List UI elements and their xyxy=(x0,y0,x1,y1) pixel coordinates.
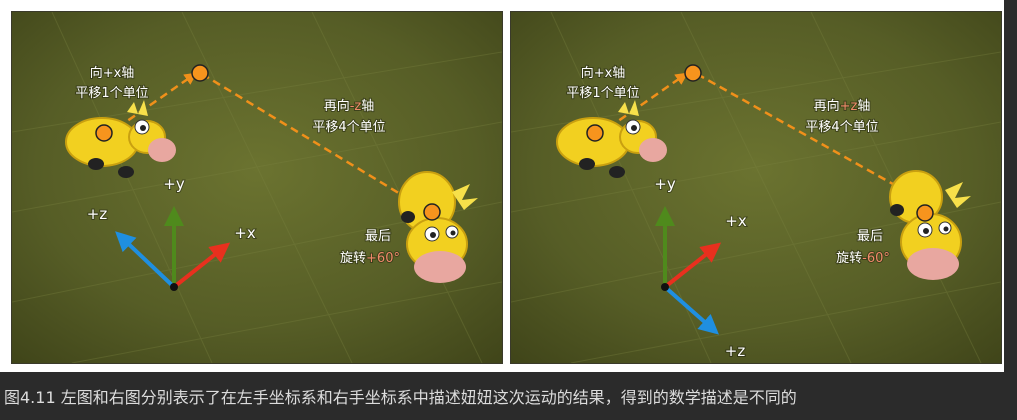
axis-x-label: +x xyxy=(234,224,256,242)
coordinate-axes xyxy=(655,206,722,335)
coordinate-axes xyxy=(115,206,231,291)
end-marker xyxy=(916,204,934,222)
axis-z-label: +z xyxy=(87,205,108,223)
axis-z-label: +z xyxy=(725,342,746,360)
start-marker xyxy=(95,124,113,142)
step2-label-line2: 平移4个单位 xyxy=(312,120,385,135)
step1-label-line2: 平移1个单位 xyxy=(75,86,148,101)
waypoint-marker xyxy=(684,64,702,82)
left-scene: +y +x +z 向+x轴 平移1个单位 再向-z轴 平移4个单位 最后 旋转+… xyxy=(12,12,502,363)
step1-label-line1: 向+x轴 xyxy=(581,65,626,81)
axis-x-arrow xyxy=(172,242,231,289)
path-step2 xyxy=(201,72,433,214)
step1-label-line1: 向+x轴 xyxy=(90,65,135,81)
path-step2 xyxy=(696,72,919,199)
final-label-line1: 最后 xyxy=(365,229,391,244)
right-scene: +y +x +z 向+x轴 平移1个单位 再向+z轴 平移4个单位 最后 旋转-… xyxy=(511,12,1001,363)
step2-label-line1: 再向+z轴 xyxy=(814,98,871,114)
axis-x-arrow xyxy=(663,242,722,289)
origin-dot xyxy=(170,283,178,291)
cow-end xyxy=(889,170,971,280)
step1-label-line2: 平移1个单位 xyxy=(566,86,639,101)
left-handed-panel: +y +x +z 向+x轴 平移1个单位 再向-z轴 平移4个单位 最后 旋转+… xyxy=(11,11,503,364)
axis-z-arrow xyxy=(663,285,719,335)
figure-caption: 图4.11 左图和右图分别表示了在左手坐标系和右手坐标系中描述妞妞这次运动的结果… xyxy=(4,388,797,407)
origin-dot xyxy=(661,283,669,291)
cow-start xyxy=(65,100,176,178)
axis-y-label: +y xyxy=(163,175,185,193)
right-handed-panel: +y +x +z 向+x轴 平移1个单位 再向+z轴 平移4个单位 最后 旋转-… xyxy=(510,11,1002,364)
step2-label-line1: 再向-z轴 xyxy=(324,98,375,114)
waypoint-marker xyxy=(191,64,209,82)
axis-x-label: +x xyxy=(725,212,747,230)
axis-y-label: +y xyxy=(654,175,676,193)
axis-z-arrow xyxy=(115,231,176,289)
cow-start xyxy=(556,100,667,178)
final-label-line1: 最后 xyxy=(857,229,883,244)
final-label-line2: 旋转-60° xyxy=(836,251,890,266)
step2-label-line2: 平移4个单位 xyxy=(805,120,878,135)
final-label-line2: 旋转+60° xyxy=(340,251,400,266)
cow-end xyxy=(398,171,478,283)
end-marker xyxy=(423,203,441,221)
start-marker xyxy=(586,124,604,142)
